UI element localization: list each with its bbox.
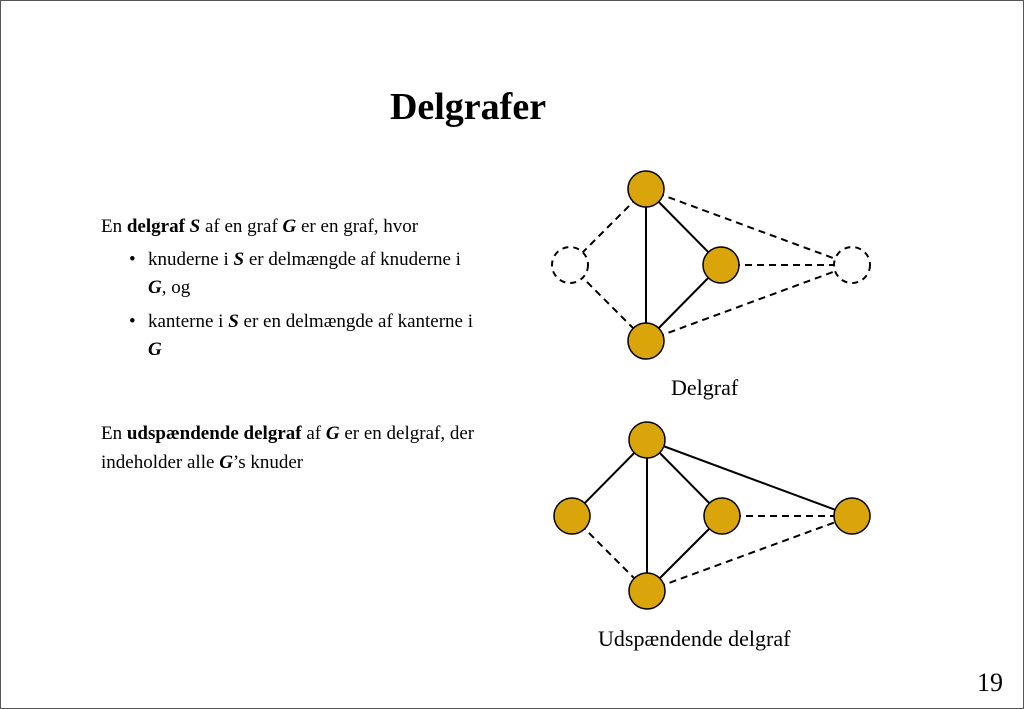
definition-text: af bbox=[306, 423, 322, 444]
bullet-marker: • bbox=[129, 249, 136, 270]
graph-node bbox=[628, 421, 666, 459]
symbol-s: S bbox=[189, 216, 201, 237]
symbol-s: S bbox=[233, 249, 245, 270]
bullet-text: , og bbox=[161, 277, 191, 298]
graph-node bbox=[627, 322, 665, 360]
definition-text: En bbox=[101, 216, 123, 237]
dashed-edge bbox=[645, 264, 853, 342]
bullet-item-nodes: • knuderne i S er delmængde af knuderne … bbox=[129, 246, 478, 302]
bullet-item-edges: • kanterne i S er en delmængde af kanter… bbox=[129, 308, 478, 364]
term-delgraf: delgraf bbox=[126, 216, 185, 237]
graph-node bbox=[833, 497, 871, 535]
graph-node bbox=[703, 497, 741, 535]
condition-list: • knuderne i S er delmængde af knuderne … bbox=[129, 246, 478, 364]
definition-text: En bbox=[101, 423, 123, 444]
bullet-text: kanterne i bbox=[148, 311, 224, 332]
bullet-text: knuderne i bbox=[148, 249, 229, 270]
graph-node bbox=[553, 497, 591, 535]
bullet-marker: • bbox=[129, 311, 136, 332]
definition-text: er en delgraf, der indeholder alle bbox=[101, 423, 475, 473]
term-udspaendende-delgraf: udspændende delgraf bbox=[126, 423, 302, 444]
symbol-s: S bbox=[228, 311, 239, 332]
symbol-g: G bbox=[282, 216, 297, 237]
dashed-edge bbox=[646, 515, 853, 592]
bullet-text: er en delmængde af kanterne i bbox=[243, 311, 473, 332]
excluded-node bbox=[833, 246, 871, 284]
excluded-node bbox=[551, 246, 589, 284]
definition-text: ’s knuder bbox=[232, 452, 304, 473]
definition-spanning-subgraph: En udspændende delgraf af G er en delgra… bbox=[101, 419, 501, 477]
solid-edge bbox=[646, 439, 853, 517]
definition-subgraph: En delgraf S af en graf G er en graf, hv… bbox=[101, 212, 418, 241]
graph-node bbox=[627, 170, 665, 208]
slide-title: Delgrafer bbox=[389, 86, 547, 128]
symbol-g: G bbox=[148, 277, 162, 298]
definition-text: af en graf bbox=[204, 216, 278, 237]
caption-spanning-subgraph: Udspændende delgraf bbox=[598, 626, 791, 651]
graph-node bbox=[702, 246, 740, 284]
bullet-text: er delmængde af knuderne i bbox=[248, 249, 461, 270]
symbol-g: G bbox=[219, 452, 233, 473]
dashed-edge bbox=[645, 188, 853, 266]
definition-text: er en graf, hvor bbox=[301, 216, 419, 237]
symbol-g: G bbox=[325, 423, 340, 444]
spanning-subgraph-diagram bbox=[553, 421, 871, 610]
symbol-g: G bbox=[148, 339, 162, 360]
caption-subgraph: Delgraf bbox=[671, 375, 739, 400]
page-number: 19 bbox=[977, 668, 1003, 697]
graph-node bbox=[628, 572, 666, 610]
subgraph-diagram bbox=[551, 170, 871, 360]
